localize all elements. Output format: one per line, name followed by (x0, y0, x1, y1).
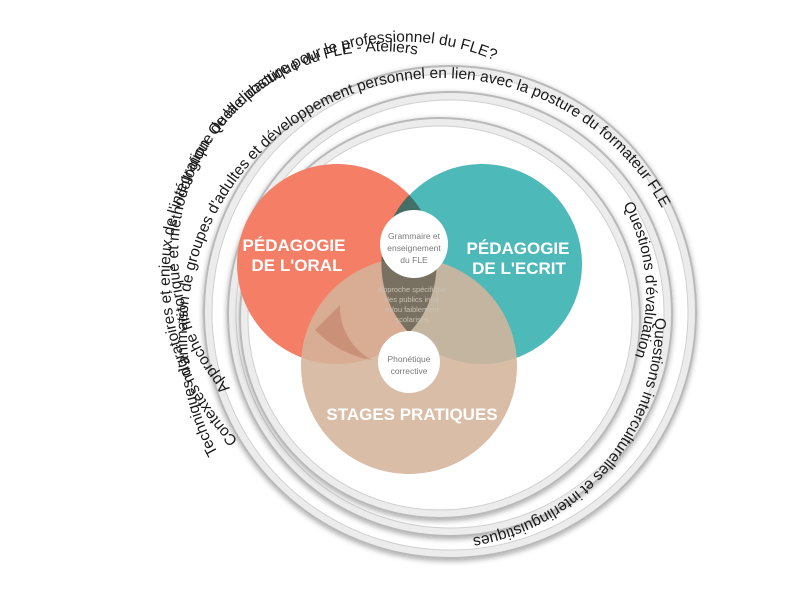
approche-line3: et/ou faiblement (385, 305, 439, 314)
ecrit-title-line1: PÉDAGOGIE (467, 239, 570, 258)
phonetique-disc (378, 331, 440, 393)
grammaire-line1: Grammaire et (388, 231, 441, 241)
grammaire-line3: du FLE (400, 255, 428, 265)
approche-line1: Approche spécifique (378, 285, 446, 294)
phonetique-line1: Phonétique (387, 354, 430, 364)
stages-title: STAGES PRATIQUES (326, 405, 497, 424)
ecrit-title-line2: DE L'ECRIT (472, 259, 566, 278)
overlap-oral-stages (315, 305, 372, 360)
oral-title-line2: DE L'ORAL (252, 256, 343, 275)
grammaire-disc (380, 210, 448, 278)
approche-line2: des publics infra (385, 295, 440, 304)
oral-title-line1: PÉDAGOGIE (243, 236, 346, 255)
approche-line4: scolarisés (395, 315, 429, 324)
phonetique-line2: corrective (391, 366, 428, 376)
grammaire-line2: enseignement (387, 243, 441, 253)
